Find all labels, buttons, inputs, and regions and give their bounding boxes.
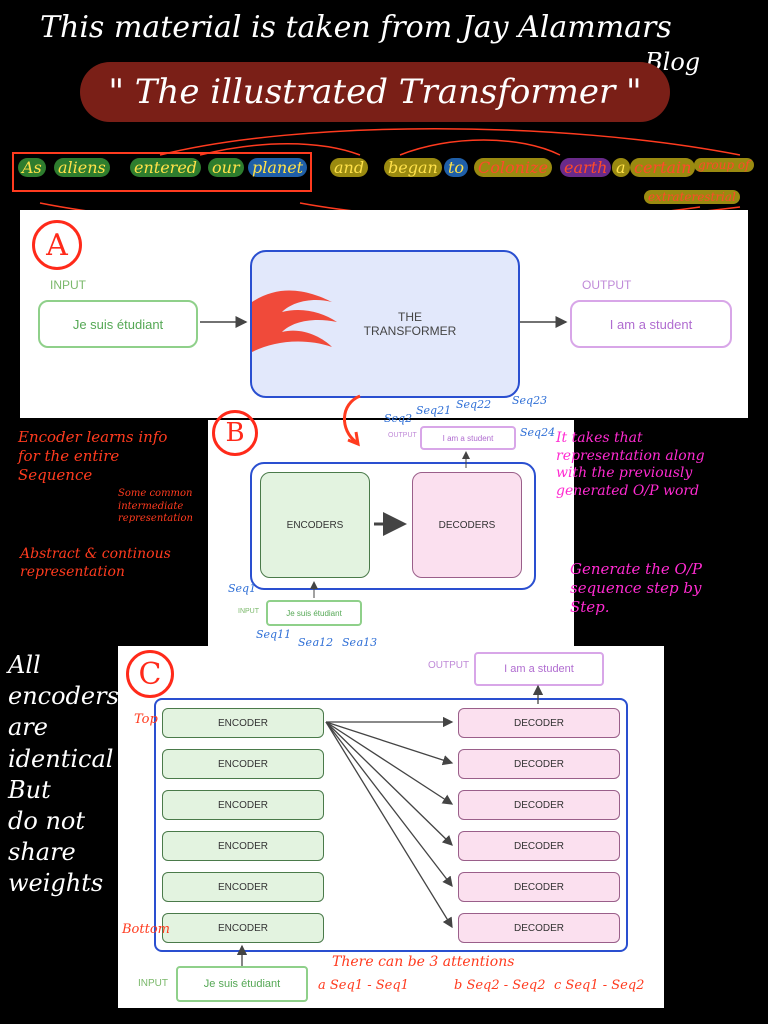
word: entered [130, 158, 202, 177]
seq-label: Seq13 [342, 636, 378, 649]
decoder-box: DECODER [458, 913, 620, 943]
encoder-box: ENCODER [162, 708, 324, 738]
decoder-box: DECODER [458, 790, 620, 820]
encoder-decoder-container [250, 462, 536, 590]
marker-c: C [126, 650, 174, 698]
example-sentence: As aliens entered our planet and began t… [12, 152, 764, 212]
output-box: I am a student [570, 300, 732, 348]
banner-text: " The illustrated Transformer " [108, 72, 642, 112]
decoder-box: DECODER [458, 708, 620, 738]
word: our [208, 158, 244, 177]
word: earth [560, 158, 612, 177]
attention-a: a Seq1 - Seq1 [318, 978, 409, 993]
transformer-box: THE TRANSFORMER [250, 250, 520, 398]
encoders-box: ENCODERS [260, 472, 370, 578]
encoder-box: ENCODER [162, 790, 324, 820]
panel-a: A INPUT Je suis étudiant THE TRANSFORMER… [20, 210, 748, 418]
input-label: INPUT [238, 608, 259, 615]
output-label: OUTPUT [582, 278, 632, 292]
encoder-box: ENCODER [162, 872, 324, 902]
note-abstract: Abstract & continous representation [20, 546, 171, 580]
input-box: Je suis étudiant [176, 966, 308, 1002]
label-bottom: Bottom [122, 922, 170, 937]
transformer-title-2: TRANSFORMER [363, 324, 457, 338]
word: began [384, 158, 442, 177]
seq-label: Seq22 [456, 398, 492, 411]
note-bracket: Some common intermediate representation [118, 488, 193, 524]
label-top: Top [134, 712, 158, 727]
word: extraterestrial [644, 190, 740, 204]
note-encoder: Encoder learns info for the entire Seque… [18, 428, 168, 484]
encoder-box: ENCODER [162, 913, 324, 943]
seq-label: Seq21 [416, 404, 452, 417]
seq-label: Seq2 [384, 412, 413, 425]
note-identical: All encoders are identical But do not sh… [8, 651, 119, 898]
word: aliens [54, 158, 110, 177]
word: certain [630, 158, 696, 177]
output-label: OUTPUT [428, 660, 470, 671]
seq-label: Seq23 [512, 394, 548, 407]
seq-label: Seq24 [520, 426, 556, 439]
word: planet [248, 158, 308, 177]
seq-label: Seq1 [228, 582, 257, 595]
seq-label: Seq12 [298, 636, 334, 649]
attention-c: c Seq1 - Seq2 [554, 978, 645, 993]
input-box: Je suis étudiant [266, 600, 362, 626]
decoder-box: DECODER [458, 872, 620, 902]
flame-icon [252, 290, 337, 352]
word: to [444, 158, 469, 177]
word: Colonize [474, 158, 552, 177]
panel-c: C OUTPUT I am a student ENCODER ENCODER … [118, 646, 664, 1008]
attention-note: There can be 3 attentions [332, 954, 515, 970]
input-box: Je suis étudiant [38, 300, 198, 348]
panel-a-arrows [200, 316, 568, 328]
panel-c-arrows [236, 684, 544, 966]
word: and [330, 158, 369, 177]
note-generate: Generate the O/P sequence step by Step. [570, 560, 702, 616]
word: a [612, 158, 630, 177]
decoders-box: DECODERS [412, 472, 522, 578]
encoder-box: ENCODER [162, 749, 324, 779]
input-label: INPUT [50, 278, 86, 292]
panel-b-arrows [310, 451, 470, 598]
seq-label: Seq11 [256, 628, 292, 641]
highlight-box [12, 152, 312, 192]
marker-a: A [32, 220, 82, 270]
output-box: I am a student [420, 426, 516, 450]
panel-b: OUTPUT I am a student ENCODERS DECODERS … [208, 410, 574, 646]
output-box: I am a student [474, 652, 604, 686]
encoder-decoder-stack [154, 698, 628, 952]
note-decoder: It takes that representation along with … [556, 430, 705, 499]
title-banner: " The illustrated Transformer " [80, 62, 670, 122]
word: group of [694, 158, 754, 172]
word: As [18, 158, 46, 177]
header-title: This material is taken from Jay Alammars [40, 10, 672, 45]
attention-b: b Seq2 - Seq2 [454, 978, 546, 993]
output-label: OUTPUT [388, 432, 417, 439]
curved-arrow [343, 394, 361, 447]
decoder-box: DECODER [458, 749, 620, 779]
transformer-title-1: THE [397, 310, 422, 324]
decoder-box: DECODER [458, 831, 620, 861]
marker-b: B [212, 410, 258, 456]
encoder-box: ENCODER [162, 831, 324, 861]
input-label: INPUT [138, 978, 168, 989]
